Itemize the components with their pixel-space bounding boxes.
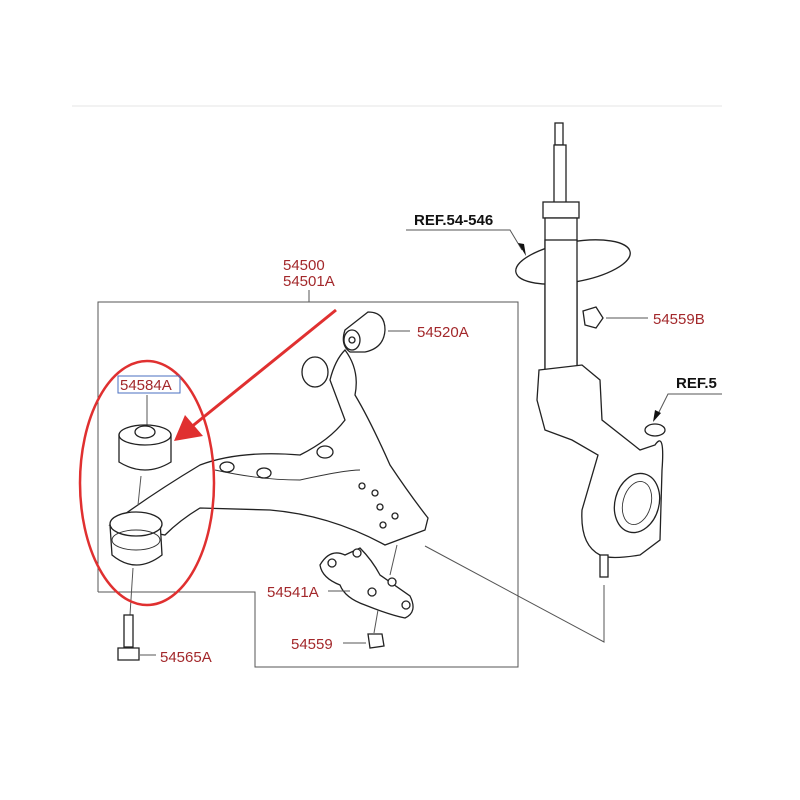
nut [343,633,385,649]
lower-control-arm [108,349,429,566]
part-label-front-bushing[interactable]: 54520A [417,324,469,341]
part-label-rear-bushing[interactable]: 54584A [120,377,172,394]
front-bushing [342,311,410,353]
reference-label-knuckle[interactable]: REF.5 [676,375,717,392]
ball-joint [319,544,414,634]
assembly-label-54500[interactable]: 54500 [283,257,325,274]
rear-bushing [118,395,172,616]
highlight-circle [78,359,216,607]
part-label-bolt[interactable]: 54565A [160,649,212,666]
reference-label-strut[interactable]: REF.54-546 [414,212,493,229]
part-label-nut[interactable]: 54559 [291,636,333,653]
selected-label-box [117,375,181,394]
assembly-frame [97,290,605,668]
part-label-ball-joint[interactable]: 54541A [267,584,319,601]
reference-leaders [406,229,722,422]
part-label-strut-nut[interactable]: 54559B [653,311,705,328]
assembly-label-54501a[interactable]: 54501A [283,273,335,290]
bolt [117,614,156,661]
highlight-arrow-icon [174,308,337,441]
strut-assembly [515,122,666,578]
